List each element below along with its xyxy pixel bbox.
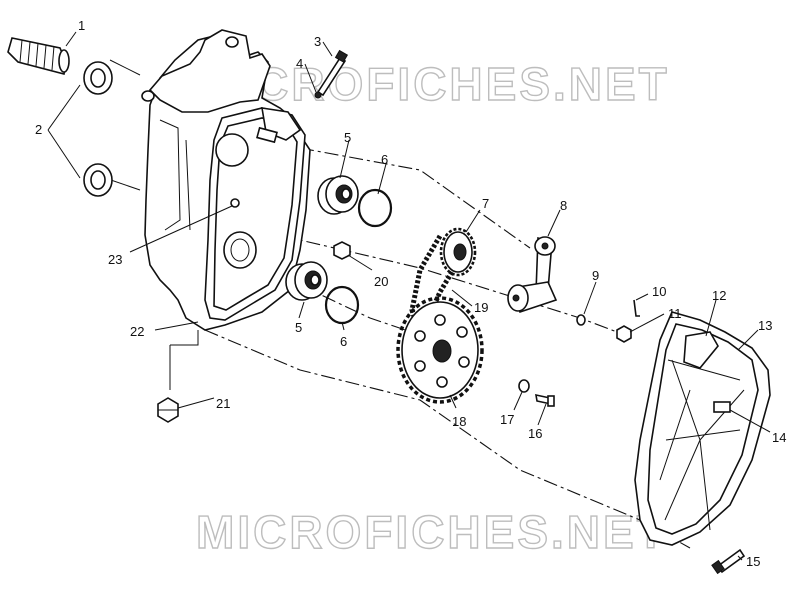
- part-8-tensioner-arm: [507, 236, 558, 314]
- callout-13: 13: [758, 318, 772, 333]
- part-23-dowel: [230, 198, 240, 208]
- part-5-bearing-lower: [285, 261, 328, 301]
- callout-23: 23: [108, 252, 122, 267]
- callout-numbers: 1 2 3 4 5 5 6 6 7 8 9 10 11 12 13 14 15 …: [35, 18, 786, 569]
- callout-14: 14: [772, 430, 786, 445]
- callout-8: 8: [560, 198, 567, 213]
- callout-22: 22: [130, 324, 144, 339]
- part-13-chaincase-cover: [634, 311, 771, 546]
- callout-7: 7: [482, 196, 489, 211]
- part-5-bearing-upper: [317, 175, 359, 215]
- watermark-bottom: MICROFICHES.NET: [196, 506, 668, 558]
- part-6-snap-ring-upper: [357, 188, 393, 228]
- callout-12: 12: [712, 288, 726, 303]
- part-18-bottom-sprocket: [396, 296, 484, 404]
- part-2-seals: [83, 61, 113, 197]
- callout-11: 11: [668, 306, 682, 321]
- part-20-nut: [333, 241, 351, 260]
- callout-20: 20: [374, 274, 388, 289]
- callout-6-upper: 6: [381, 152, 388, 167]
- part-10-cotter-pin: [633, 299, 640, 317]
- callout-9: 9: [592, 268, 599, 283]
- callout-16: 16: [528, 426, 542, 441]
- callout-2: 2: [35, 122, 42, 137]
- chaincase-housing: [141, 29, 311, 331]
- callout-10: 10: [652, 284, 666, 299]
- callout-19: 19: [474, 300, 488, 315]
- watermark-top: MICROFICHES.NET: [198, 58, 670, 110]
- callout-3: 3: [314, 34, 321, 49]
- callout-15: 15: [746, 554, 760, 569]
- part-16-bolt: [535, 393, 555, 407]
- callout-17: 17: [500, 412, 514, 427]
- callout-5-upper: 5: [344, 130, 351, 145]
- part-6-snap-ring-lower: [324, 285, 360, 325]
- part-9-washer: [576, 314, 586, 326]
- part-4-washer: [314, 91, 322, 99]
- part-7-top-sprocket: [439, 227, 477, 277]
- part-11-nut: [616, 325, 632, 343]
- part-12-upper-cover-plate: [683, 331, 719, 369]
- callout-1: 1: [78, 18, 85, 33]
- callout-leaders: [47, 31, 771, 561]
- part-15-cover-bolt: [711, 548, 746, 575]
- callout-4: 4: [296, 56, 303, 71]
- callout-6-lower: 6: [340, 334, 347, 349]
- part-17-washer: [518, 379, 530, 393]
- callout-21: 21: [216, 396, 230, 411]
- part-1-input-shaft: [7, 37, 70, 75]
- callout-18: 18: [452, 414, 466, 429]
- callout-5-lower: 5: [295, 320, 302, 335]
- part-21-drain-bolt: [157, 397, 179, 423]
